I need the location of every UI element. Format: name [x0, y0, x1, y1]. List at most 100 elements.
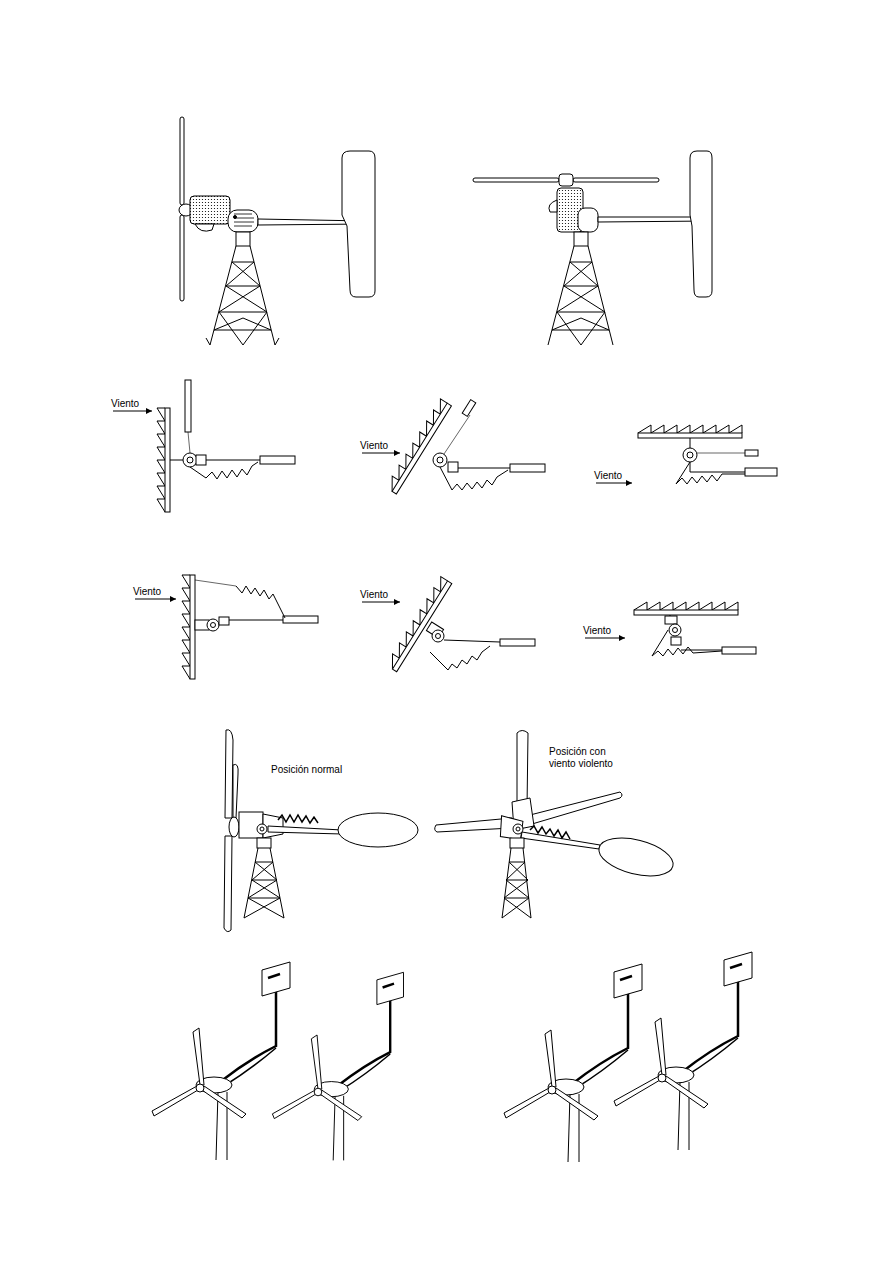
offset-furling-top-view-part [681, 650, 722, 651]
hinged-tail-turbine-part [225, 730, 233, 818]
hinged-tail-turbine-part [516, 827, 520, 831]
turbine-side-view-part [234, 214, 254, 226]
hinged-tail-turbine-part [224, 836, 232, 932]
offset-furling-top-view-part [386, 577, 452, 672]
furling-top-view-part [196, 455, 206, 465]
furling-top-view-part [206, 460, 260, 461]
turbine-furled-view-part [559, 174, 573, 186]
turbine-side-view-part [190, 196, 230, 224]
offset-furling-top-view-part [436, 634, 441, 639]
turbine-side-view-part [236, 232, 250, 246]
offset-furling-top-view-part [432, 630, 444, 642]
furling-top-view-part [697, 453, 745, 454]
small-turbine-perspective-part [504, 964, 642, 1162]
offset-furling-top-view-part [669, 624, 681, 636]
hinged-tail-turbine-part [278, 815, 318, 823]
furling-top-view-part [170, 460, 183, 461]
turbine-side-view-part [180, 117, 184, 205]
hinged-tail-turbine-part [530, 826, 570, 839]
offset-furling-top-view-part [283, 616, 318, 623]
turbine-side-view-part [228, 210, 258, 232]
turbine-side-view-part [206, 246, 279, 345]
furling-top-view-part [683, 448, 697, 462]
position-caption: Posición normal [271, 764, 342, 776]
hinged-tail-turbine-part [260, 827, 264, 831]
wind-direction-label: Viento [360, 589, 388, 601]
furling-top-view-part [157, 408, 170, 512]
furling-top-view-part [362, 453, 400, 454]
offset-furling-top-view-part [236, 586, 285, 618]
furling-top-view-part [444, 415, 470, 454]
offset-furling-top-view-part [219, 617, 229, 625]
turbine-furled-view-part [473, 178, 559, 182]
furling-top-view-part [190, 462, 258, 479]
offset-furling-top-view-part [362, 602, 400, 603]
furling-top-view-part [462, 400, 476, 417]
hinged-tail-turbine-part [257, 824, 267, 834]
offset-furling-top-view-part [673, 628, 678, 633]
offset-furling-top-view-part [195, 580, 236, 586]
furling-top-view-part [385, 399, 451, 494]
offset-furling-top-view-part [634, 602, 738, 615]
offset-furling-top-view-part [182, 575, 195, 679]
position-caption: Posición con viento violento [549, 746, 629, 770]
hinged-tail-turbine-part [244, 848, 284, 918]
furling-top-view-part [676, 462, 745, 484]
hinged-tail-turbine-part [268, 826, 342, 834]
furling-top-view-part [690, 462, 691, 472]
offset-furling-top-view-part [211, 623, 216, 628]
offset-furling-top-view-part [652, 630, 722, 656]
hinged-tail-turbine-part [595, 831, 677, 882]
offset-furling-top-view-part [229, 620, 283, 621]
furling-top-view-part [113, 411, 152, 412]
furling-top-view-part [687, 452, 693, 458]
furling-top-view-part [440, 467, 508, 490]
furling-top-view-part [188, 432, 190, 453]
wind-direction-label: Viento [133, 586, 161, 598]
furling-top-view-part [690, 472, 745, 473]
turbine-furled-view-part [549, 200, 557, 212]
offset-furling-top-view-part [207, 619, 219, 631]
offset-furling-top-view [135, 575, 756, 679]
furling-top-view-part [260, 456, 295, 464]
furling-top-view-part [510, 464, 545, 472]
furling-top-view-part [690, 438, 691, 448]
offset-furling-top-view-part [585, 638, 625, 639]
hinged-tail-turbine-part [338, 813, 418, 847]
furling-top-view-part [745, 468, 777, 476]
wind-direction-label: Viento [583, 625, 611, 637]
turbine-side-view-part [342, 151, 375, 297]
hinged-tail-turbine-part [517, 731, 528, 809]
offset-furling-top-view-part [671, 637, 681, 645]
offset-furling-top-view-part [665, 616, 677, 624]
turbine-furled-view-part [573, 178, 659, 182]
furling-top-view-part [185, 380, 191, 432]
hinged-tail-turbine-part [257, 838, 271, 848]
wind-direction-label: Viento [360, 440, 388, 452]
turbine-furled-view-part [690, 151, 712, 297]
small-turbine-perspective-part [152, 962, 290, 1160]
turbine-furled-view-part [574, 232, 588, 246]
turbine-side-view-part [195, 224, 214, 231]
turbine-furled-view-part [548, 246, 613, 345]
small-turbine-perspective-part [272, 972, 403, 1160]
furling-top-view [113, 380, 777, 512]
wind-direction-label: Viento [594, 470, 622, 482]
hinged-tail-turbine-part [510, 838, 524, 848]
offset-furling-top-view-part [135, 599, 176, 600]
furling-top-view-part [183, 453, 197, 467]
hinged-tail-turbine-part [229, 817, 239, 837]
hinged-tail-turbine-part [530, 792, 622, 824]
turbine-side-view-part [234, 216, 237, 219]
hinged-tail-turbine-part [233, 764, 238, 818]
turbine-side-view [179, 117, 375, 345]
offset-furling-top-view-part [444, 640, 500, 642]
furling-top-view-part [458, 468, 510, 469]
offset-furling-top-view-part [722, 647, 756, 654]
hinged-tail-turbine-part [502, 848, 531, 918]
furling-top-view-part [437, 457, 443, 463]
wind-direction-label: Viento [111, 398, 139, 410]
hinged-tail-turbine [224, 730, 677, 932]
